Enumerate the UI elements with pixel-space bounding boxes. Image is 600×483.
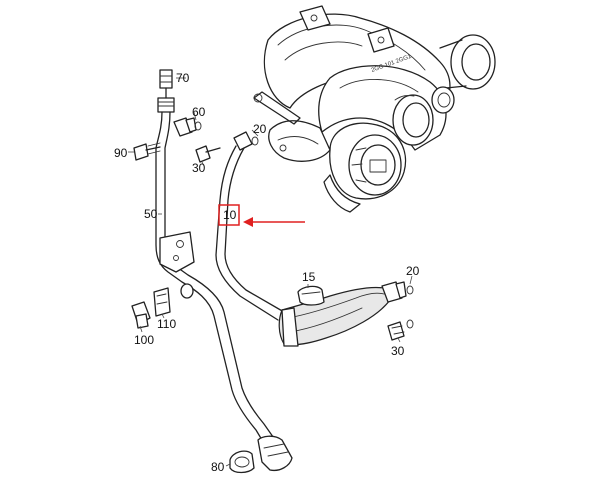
label-100: 100	[134, 333, 154, 347]
fitting-70	[159, 69, 173, 99]
label-110: 110	[157, 317, 176, 331]
bolt-90	[133, 142, 161, 161]
bracket-110	[153, 287, 171, 317]
leader-lines	[128, 77, 413, 467]
turbocharger: 2GG 101 2GG1	[253, 5, 496, 213]
label-50: 50	[144, 207, 158, 221]
oil-pipe-10	[215, 131, 414, 347]
label-90: 90	[114, 146, 128, 160]
label-70: 70	[176, 71, 190, 85]
label-20-lower: 20	[406, 264, 420, 278]
label-30-upper: 30	[192, 161, 206, 175]
banjo-bolt-30-lower	[387, 319, 414, 341]
banjo-bolt-30-upper	[195, 145, 221, 163]
part-labels: 70 60 90 20 30 50 10 15 20 30 110 100 80	[114, 71, 420, 474]
label-60: 60	[192, 105, 206, 119]
clip-100	[131, 301, 151, 329]
banjo-fitting-60	[173, 117, 202, 137]
label-15: 15	[302, 270, 316, 284]
label-20-upper: 20	[253, 122, 267, 136]
label-30-lower: 30	[391, 344, 405, 358]
oil-pipe-50	[155, 97, 293, 472]
highlight-box	[218, 204, 240, 226]
label-10: 10	[223, 208, 237, 222]
clamp-80	[229, 450, 255, 474]
highlight-annotation	[218, 204, 305, 227]
label-80: 80	[211, 460, 225, 474]
highlight-arrow-head	[243, 217, 253, 227]
